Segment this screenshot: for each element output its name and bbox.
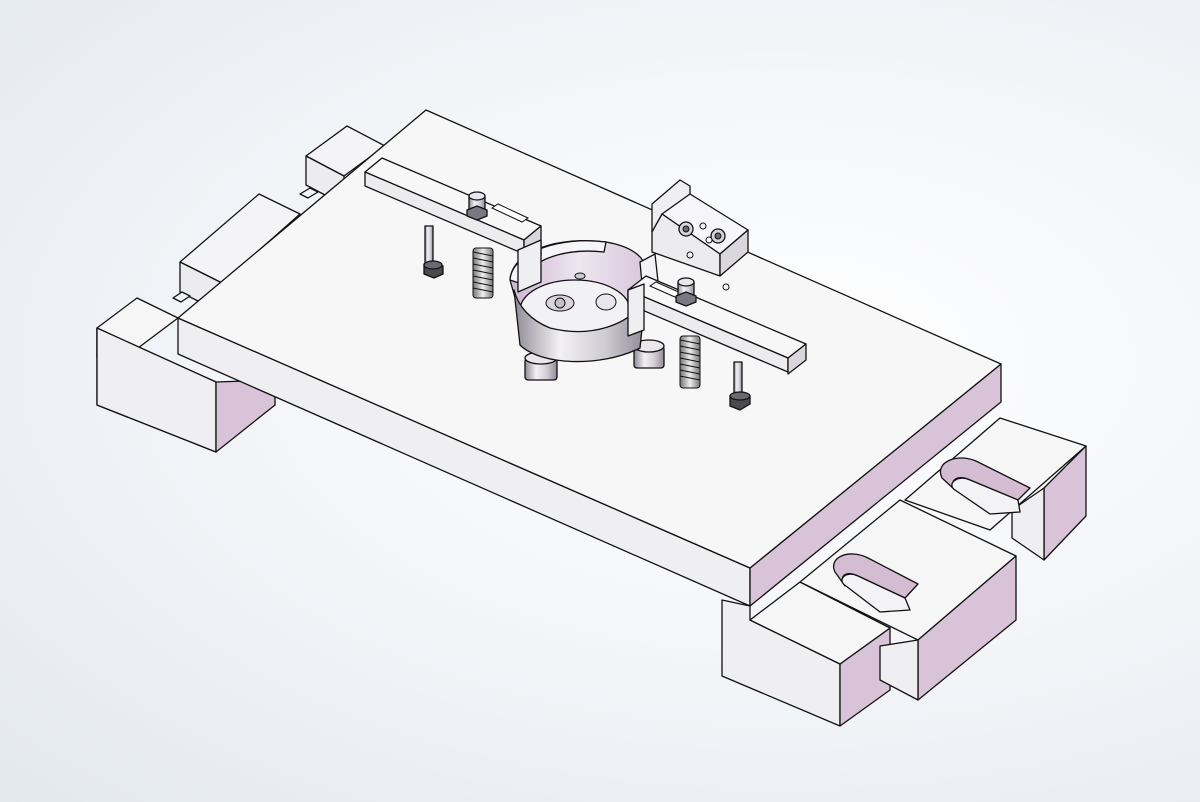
locator-screw-icon bbox=[678, 221, 726, 259]
left-clamp-arm bbox=[364, 157, 542, 299]
right-clamp-arm bbox=[627, 275, 807, 411]
left-post-nut-icon bbox=[423, 260, 444, 279]
left-clamp-bolt-icon bbox=[466, 191, 488, 221]
left-support-rail bbox=[96, 125, 386, 453]
left-spring-icon bbox=[472, 247, 494, 299]
right-post-nut-icon bbox=[729, 391, 751, 411]
locating-pin-hole-icon bbox=[722, 283, 730, 291]
support-foot-right bbox=[633, 339, 665, 369]
right-spring-icon bbox=[679, 335, 701, 389]
right-support-rail bbox=[721, 417, 1087, 727]
locator-block bbox=[651, 179, 749, 277]
right-clamp-bolt-icon bbox=[675, 277, 697, 307]
